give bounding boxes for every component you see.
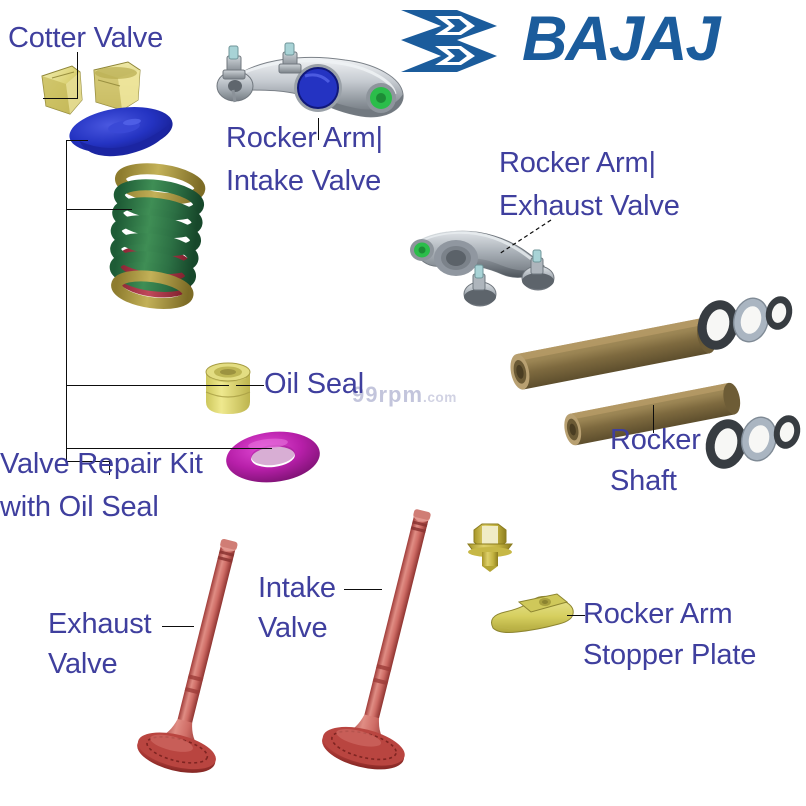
leader-branch-spring — [66, 209, 132, 210]
watermark: 99rpm.com — [352, 382, 457, 408]
leader-repair-kit-drop — [109, 461, 110, 475]
label-oil-seal: Oil Seal — [264, 368, 364, 400]
label-cotter-valve: Cotter Valve — [8, 22, 164, 54]
rocker-arm-exhaust-valve — [408, 222, 598, 314]
watermark-text: 99rpm — [352, 382, 424, 407]
label-rocker-arm-exhaust-line1: Rocker Arm| — [499, 147, 656, 179]
label-exhaust-valve-line1: Exhaust — [48, 608, 152, 640]
washer-dark-small — [773, 415, 801, 449]
oil-seal-ring — [224, 428, 322, 486]
leader-cotter-valve-v — [77, 52, 78, 99]
leader-rocker-shaft — [653, 405, 654, 433]
leader-rocker-arm-intake — [318, 118, 319, 140]
watermark-domain: .com — [423, 390, 457, 405]
washer-dark-large — [705, 419, 747, 469]
washer-set-upper — [696, 292, 796, 354]
label-intake-valve-line2: Valve — [258, 612, 328, 644]
label-valve-repair-kit-line2: with Oil Seal — [0, 491, 159, 523]
leader-stopper-plate — [567, 615, 585, 616]
washer-light — [732, 297, 770, 343]
leader-repair-kit-foot — [66, 461, 110, 462]
intake-valve — [322, 500, 465, 800]
valve-stem-oil-seal — [196, 358, 260, 422]
bajaj-wordmark: BAJAJ — [522, 4, 721, 74]
leader-intake-valve — [344, 589, 382, 590]
washer-light — [740, 416, 778, 462]
label-intake-valve-line1: Intake — [258, 572, 336, 604]
label-rocker-arm-exhaust-line2: Exhaust Valve — [499, 190, 680, 222]
leader-branch-oil-seal-cup — [66, 385, 229, 386]
leader-repair-kit-spine — [66, 140, 67, 462]
valve-spring-retainer — [66, 105, 176, 161]
label-rocker-shaft-line2: Shaft — [610, 465, 677, 497]
leader-rocker-arm-exhaust — [495, 218, 555, 258]
leader-oil-seal — [236, 385, 264, 386]
rocker-arm-intake-valve — [205, 42, 413, 132]
label-stopper-plate-line1: Rocker Arm — [583, 598, 733, 630]
washer-set-lower — [704, 410, 804, 472]
cotter-half-right — [93, 61, 141, 111]
label-rocker-shaft-line1: Rocker — [610, 424, 701, 456]
label-exhaust-valve-line2: Valve — [48, 648, 118, 680]
rocker-shaft-short — [558, 382, 748, 454]
cotter-valve-halves — [36, 60, 176, 130]
rocker-arm-stopper-plate — [485, 588, 595, 644]
exhaust-valve — [137, 528, 270, 798]
label-rocker-arm-intake-line2: Intake Valve — [226, 165, 382, 197]
label-rocker-arm-intake-line1: Rocker Arm| — [226, 122, 383, 154]
leader-cotter-valve-h — [43, 98, 78, 99]
leader-exhaust-valve — [162, 626, 194, 627]
bajaj-logo-mark — [395, 4, 517, 76]
washer-dark-small — [765, 296, 793, 330]
washer-dark-large — [697, 300, 739, 350]
flange-bolt — [458, 518, 520, 576]
label-stopper-plate-line2: Stopper Plate — [583, 639, 757, 671]
label-valve-repair-kit-line1: Valve Repair Kit — [0, 448, 203, 480]
cotter-half-left — [41, 65, 83, 115]
valve-spring — [102, 163, 214, 316]
leader-branch-retainer — [66, 140, 88, 141]
leader-branch-oil-seal-ring — [66, 448, 272, 449]
